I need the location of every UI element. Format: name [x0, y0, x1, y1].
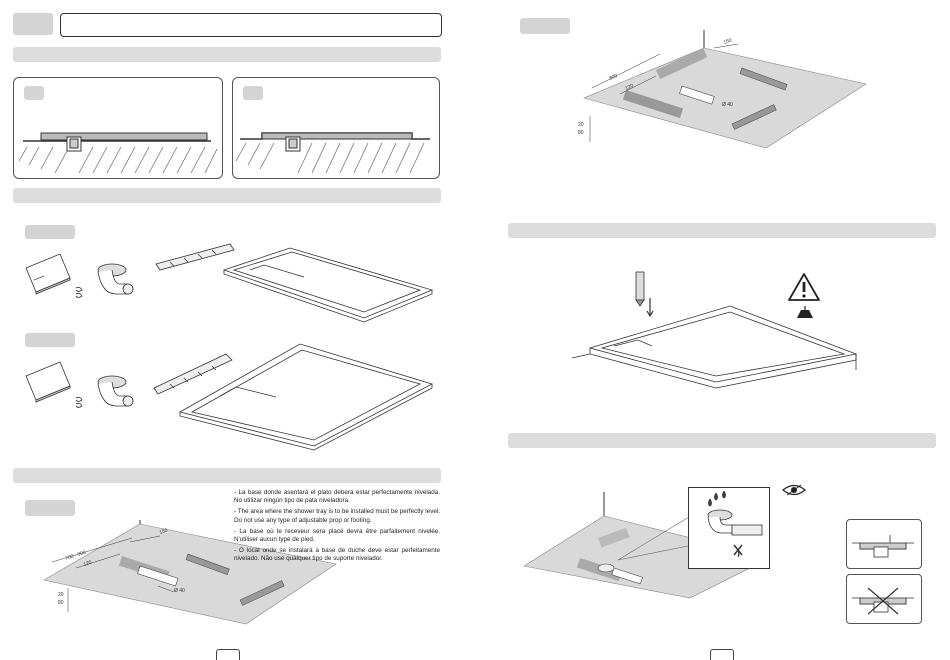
option-tag-b	[243, 86, 263, 100]
kit-tag-1	[25, 225, 75, 239]
dim-depth-bottom-left: 80	[58, 600, 64, 606]
install-tag	[25, 500, 75, 516]
drain-cover-strip	[155, 243, 235, 271]
incorrect-section	[852, 587, 914, 615]
water-drop-icon	[708, 490, 726, 507]
note-fr: - La base où le receveur sera placé devr…	[234, 527, 440, 544]
page-title-box	[60, 13, 442, 37]
cross-section-surface	[18, 132, 218, 174]
drain-detail	[707, 490, 763, 558]
section-bar-2	[13, 188, 441, 203]
dim-width-left: 150	[159, 528, 169, 536]
section-bar-1	[13, 47, 441, 62]
option-panel-b	[232, 77, 440, 179]
note-es: - La base donde asentará el plato deberá…	[234, 489, 440, 505]
floor-plan-right: 800 120 150 20 80 Ø 40	[578, 30, 867, 149]
correct-section	[852, 535, 914, 558]
dim-offset-left: 120	[83, 560, 93, 568]
incorrect-detail	[846, 574, 922, 624]
tray-marking-drawing	[571, 271, 858, 389]
dim-depth-bottom-right: 80	[578, 130, 584, 136]
manual-icon	[25, 253, 71, 293]
floor-plan-left: 700 - 900 120 150 20 80 Ø 40	[43, 520, 337, 625]
section-bar-3	[13, 468, 441, 483]
kit-contents-1	[25, 243, 434, 323]
kit-tag-2	[25, 333, 75, 347]
kit-contents-2	[25, 343, 434, 451]
dim-pipe-left: Ø 40	[174, 588, 185, 594]
manual-icon-2	[25, 361, 71, 401]
section-bar-4	[508, 223, 936, 238]
shower-tray	[222, 247, 434, 319]
cross-section-recessed	[235, 132, 430, 174]
dim-depth-top-left: 20	[58, 592, 64, 598]
dim-depth-top-right: 20	[578, 122, 584, 128]
level-icon	[797, 306, 813, 318]
eye-icon	[782, 484, 806, 496]
pencil-icon	[635, 271, 645, 301]
dim-length-right: 800	[608, 73, 618, 82]
install-notes: - La base donde asentará el plato deberá…	[234, 489, 440, 567]
option-panel-a	[13, 77, 223, 179]
page-number-left	[216, 649, 240, 660]
dim-pipe-right: Ø 40	[722, 102, 733, 108]
step-tag-right	[520, 18, 570, 34]
warning-icon	[788, 273, 820, 301]
note-pt: - O local onde se instalará a base de du…	[234, 547, 440, 563]
page-tag	[13, 13, 53, 35]
dim-offset-right: 120	[624, 83, 634, 92]
dim-width-right: 150	[723, 38, 733, 46]
drain-cover-strip-2	[153, 353, 233, 395]
section-bar-5	[508, 433, 936, 448]
clip-icon	[75, 286, 83, 298]
note-en: - The area where the shower tray is to b…	[234, 508, 440, 524]
page-number-right	[710, 649, 734, 660]
option-tag-a	[24, 86, 44, 100]
